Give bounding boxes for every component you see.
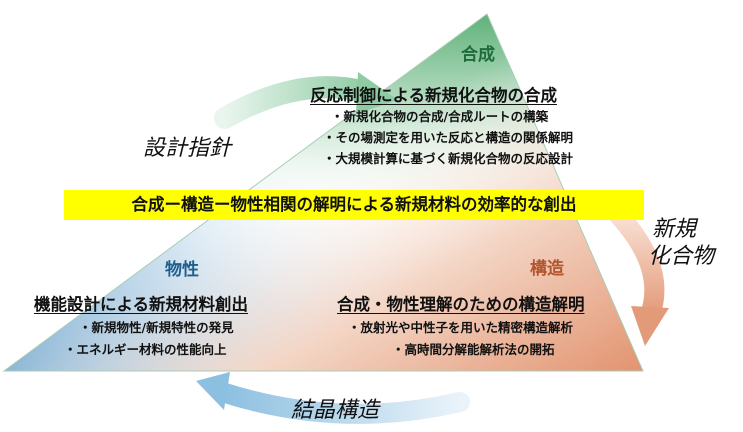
corner-label-structure: 構造 [530,259,564,279]
properties-bullet-1: ・新規物性/新規特性の発見 [79,320,234,335]
cycle-label-design-guideline: 設計指針 [143,136,232,161]
structure-bullet-1: ・放射光や中性子を用いた精密構造解析 [348,320,574,335]
structure-heading: 合成・物性理解のための構造解明 [337,295,585,314]
properties-bullet-2: ・エネルギー材料の性能向上 [64,342,227,357]
corner-label-synthesis: 合成 [461,45,495,65]
cycle-arrow-green [214,76,376,129]
structure-bullet-2: ・高時間分解能解析法の開拓 [392,342,555,357]
central-banner: 合成ー構造ー物性相関の解明による新規材料の効率的な創出 [64,190,644,220]
synthesis-heading: 反応制御による新規化合物の合成 [310,86,558,105]
cycle-arrow-blue [212,382,470,424]
cycle-label-new-compound-1: 新規 [652,217,697,242]
corner-label-properties: 物性 [165,260,199,280]
cycle-label-new-compound-2: 化合物 [648,244,715,269]
synthesis-bullet-1: ・新規化合物の合成/合成ルートの構築 [331,109,549,124]
properties-heading: 機能設計による新規材料創出 [34,295,249,314]
cycle-arrow-orange [602,198,665,325]
synthesis-bullet-3: ・大規模計算に基づく新規化合物の反応設計 [323,151,574,166]
cycle-arrow-blue-head [196,372,230,410]
cycle-label-crystal-structure: 結晶構造 [291,398,380,423]
cycle-arrow-orange-head [631,306,669,346]
cycle-arrow-green-head [356,72,398,114]
synthesis-bullet-2: ・その場測定を用いた反応と構造の関係解明 [323,130,574,145]
